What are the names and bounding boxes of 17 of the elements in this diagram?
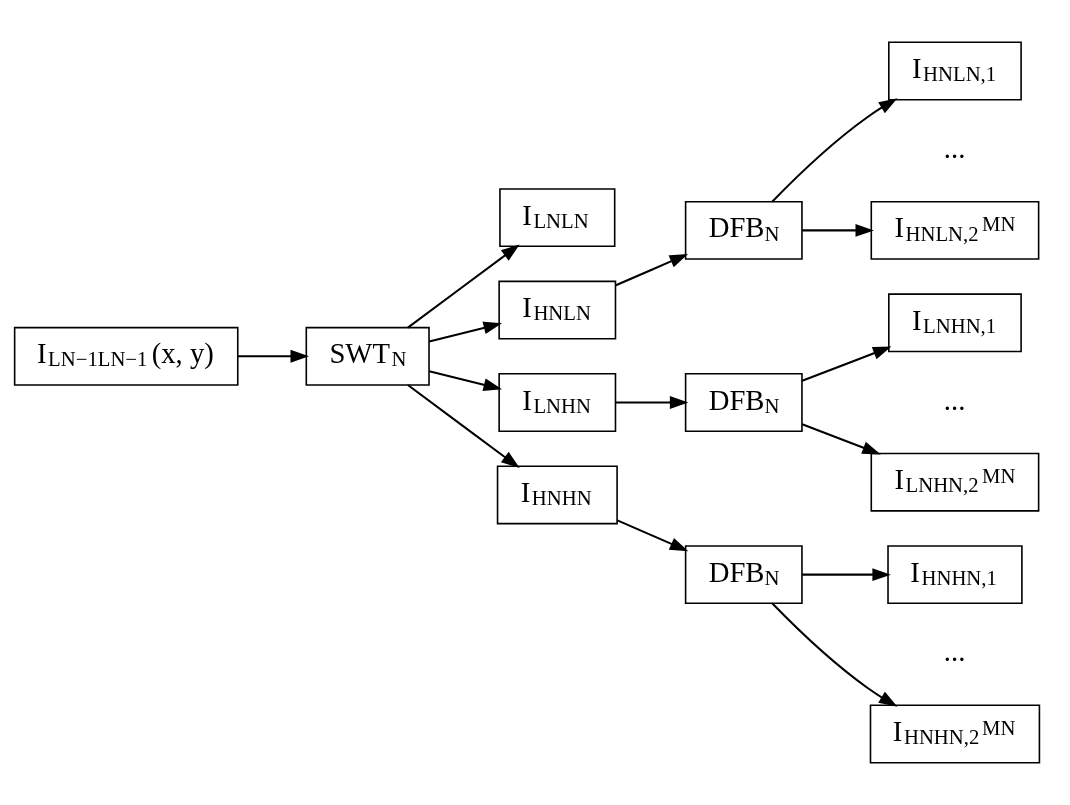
arrow	[615, 253, 689, 287]
arrow	[771, 602, 898, 707]
arrow	[429, 370, 503, 392]
arrow	[802, 223, 874, 237]
arrow	[407, 384, 520, 469]
arrow	[801, 423, 881, 455]
arrow	[615, 396, 689, 409]
arrow	[617, 519, 689, 552]
arrow	[407, 244, 520, 329]
label: ...	[943, 383, 966, 416]
arrow	[429, 321, 503, 343]
arrow	[771, 98, 898, 203]
label: ...	[943, 131, 966, 164]
label: ...	[943, 635, 966, 668]
arrow	[802, 568, 891, 582]
arrow	[237, 349, 309, 363]
arrow	[801, 346, 892, 382]
